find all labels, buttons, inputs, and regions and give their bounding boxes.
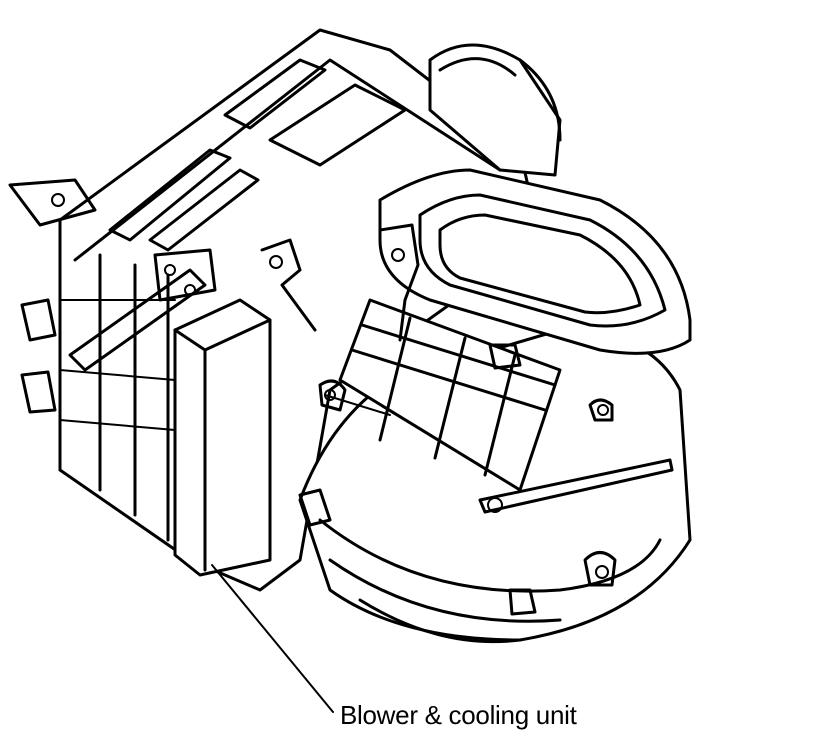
blower-housing: [298, 43, 692, 644]
callout-leader-line: [211, 564, 334, 713]
callout-label: Blower & cooling unit: [340, 700, 577, 730]
cooling-unit-case: [8, 28, 542, 592]
